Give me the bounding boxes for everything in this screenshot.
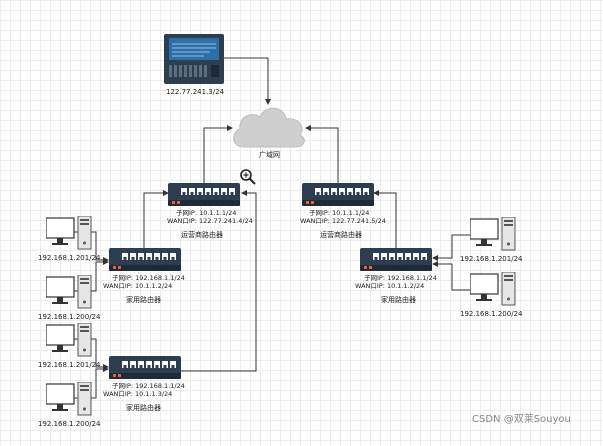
- router-icon[interactable]: [302, 183, 374, 206]
- computer-icon[interactable]: [469, 271, 528, 308]
- link-pc-r-2: [432, 261, 470, 291]
- pc-lb-1[interactable]: [45, 322, 104, 359]
- router-icon[interactable]: [360, 248, 432, 271]
- link-op-right-cloud: [305, 125, 339, 184]
- router-name-label: 家用路由器: [126, 404, 161, 412]
- pc-ip-label: 192.168.1.201/24: [38, 254, 101, 262]
- router-operator-left[interactable]: [168, 183, 240, 206]
- router-home-right[interactable]: [360, 248, 432, 271]
- computer-icon[interactable]: [45, 381, 104, 418]
- zoom-in-icon[interactable]: [239, 168, 257, 186]
- csdn-watermark: CSDN @双莱Souyou: [472, 414, 571, 425]
- pc-ip-label: 192.168.1.200/24: [38, 420, 101, 428]
- router-operator-right[interactable]: [302, 183, 374, 206]
- computer-icon[interactable]: [45, 274, 104, 311]
- router-wan-ip: WAN口IP: 122.77.241.4/24: [167, 217, 253, 225]
- router-home-left-bottom[interactable]: [109, 356, 181, 379]
- router-subnet-ip: 子网IP: 192.168.1.1/24: [112, 382, 185, 390]
- router-wan-ip: WAN口IP: 122.77.241.5/24: [300, 217, 386, 225]
- link-pc-r-1: [432, 234, 470, 261]
- router-name-label: 家用路由器: [126, 296, 161, 304]
- computer-icon[interactable]: [45, 215, 104, 252]
- link-home-lb-op-left: [181, 190, 257, 372]
- pc-lb-2[interactable]: [45, 381, 104, 418]
- server-ip-label: 122.77.241.3/24: [166, 88, 225, 96]
- router-icon[interactable]: [109, 356, 181, 379]
- router-wan-ip: WAN口IP: 10.1.1.3/24: [103, 390, 173, 398]
- router-name-label: 运营商路由器: [320, 231, 362, 239]
- computer-icon[interactable]: [469, 216, 528, 253]
- pc-r-1[interactable]: [469, 216, 528, 253]
- computer-icon[interactable]: [45, 322, 104, 359]
- link-home-r-op-right: [373, 190, 397, 249]
- router-name-label: 运营商路由器: [181, 231, 223, 239]
- router-subnet-ip: 子网IP: 192.168.1.1/24: [112, 274, 185, 282]
- router-subnet-ip: 子网IP: 10.1.1.1/24: [176, 209, 237, 217]
- pc-lt-2[interactable]: [45, 274, 104, 311]
- pc-lt-1[interactable]: [45, 215, 104, 252]
- router-subnet-ip: 子网IP: 10.1.1.1/24: [309, 209, 370, 217]
- router-home-left-top[interactable]: [109, 248, 181, 271]
- pc-ip-label: 192.168.1.201/24: [460, 255, 523, 263]
- link-home-lt-op-left: [143, 190, 169, 249]
- cloud-label: 广域网: [259, 151, 280, 159]
- server-icon[interactable]: [164, 34, 224, 84]
- pc-r-2[interactable]: [469, 271, 528, 308]
- router-wan-ip: WAN口IP: 10.1.1.2/24: [103, 282, 173, 290]
- router-icon[interactable]: [109, 248, 181, 271]
- link-server-cloud: [223, 57, 271, 105]
- cloud-icon[interactable]: [230, 103, 308, 149]
- pc-ip-label: 192.168.1.200/24: [38, 313, 101, 321]
- pc-ip-label: 192.168.1.200/24: [460, 310, 523, 318]
- pc-ip-label: 192.168.1.201/24: [38, 361, 101, 369]
- router-icon[interactable]: [168, 183, 240, 206]
- router-name-label: 家用路由器: [381, 296, 416, 304]
- link-op-left-cloud: [203, 125, 233, 184]
- router-subnet-ip: 子网IP: 192.168.1.1/24: [364, 274, 437, 282]
- router-wan-ip: WAN口IP: 10.1.1.2/24: [355, 282, 425, 290]
